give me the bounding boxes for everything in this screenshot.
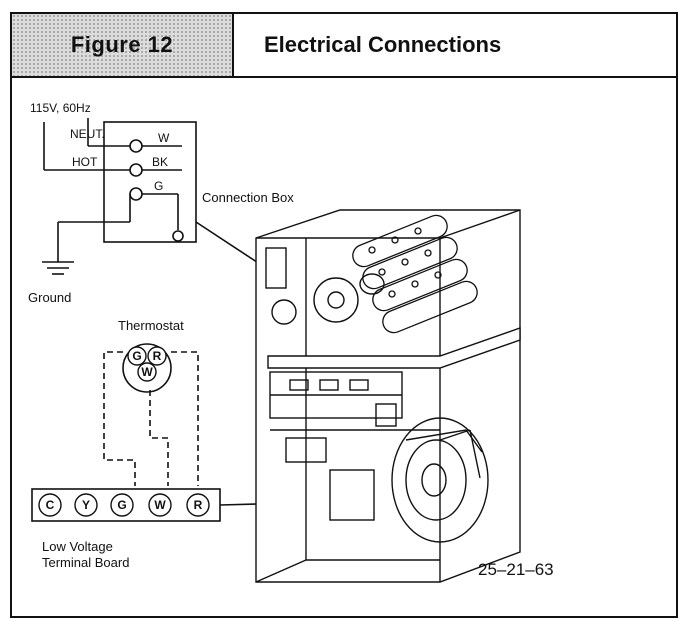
thermostat-terminal-r [147,346,167,366]
board-terminal-r [186,493,210,517]
board-terminal-g [110,493,134,517]
thermostat-terminal-g [127,346,147,366]
supply-voltage-label: 115V, 60Hz [30,101,91,115]
thermostat-label: Thermostat [118,318,184,333]
ground-terminal [129,187,143,201]
board-terminals: C Y G W R [38,493,210,517]
neutral-terminal [129,139,143,153]
connection-box-label: Connection Box [202,190,294,205]
board-terminal-y [74,493,98,517]
figure-title: Electrical Connections [264,32,502,57]
board-label-line2: Terminal Board [42,555,129,570]
furnace-illustration [255,209,521,583]
hot-label: HOT [72,155,98,169]
board-label-line1: Low Voltage [42,539,113,554]
board-terminal-c [38,493,62,517]
wire-w-label: W [158,131,170,145]
part-number: 25–21–63 [478,560,554,579]
wire-g-label: G [154,179,163,193]
thermostat-terminals: G R W [127,346,167,382]
neutral-label: NEUT. [70,127,105,141]
ground-symbol-icon [42,261,74,275]
figure-label: Figure 12 [12,14,234,76]
connection-box [103,121,197,243]
board-terminal-g-label: G [117,498,126,512]
board-terminal-w-label: W [154,498,166,512]
board-terminal-r-label: R [194,498,203,512]
wire-bk-label: BK [152,155,168,169]
thermostat-terminal-w-label: W [141,365,153,379]
hot-terminal [129,163,143,177]
thermostat-terminal-r-label: R [153,349,162,363]
thermostat-terminal-w [137,362,157,382]
thermostat-terminal-g-label: G [132,349,141,363]
ground-screw-icon [172,230,184,242]
figure-header: Figure 12 Electrical Connections [10,12,678,78]
ground-label: Ground [28,290,71,305]
board-terminal-w [148,493,172,517]
board-terminal-c-label: C [46,498,55,512]
board-terminal-y-label: Y [82,498,90,512]
thermostat-body [122,343,172,393]
